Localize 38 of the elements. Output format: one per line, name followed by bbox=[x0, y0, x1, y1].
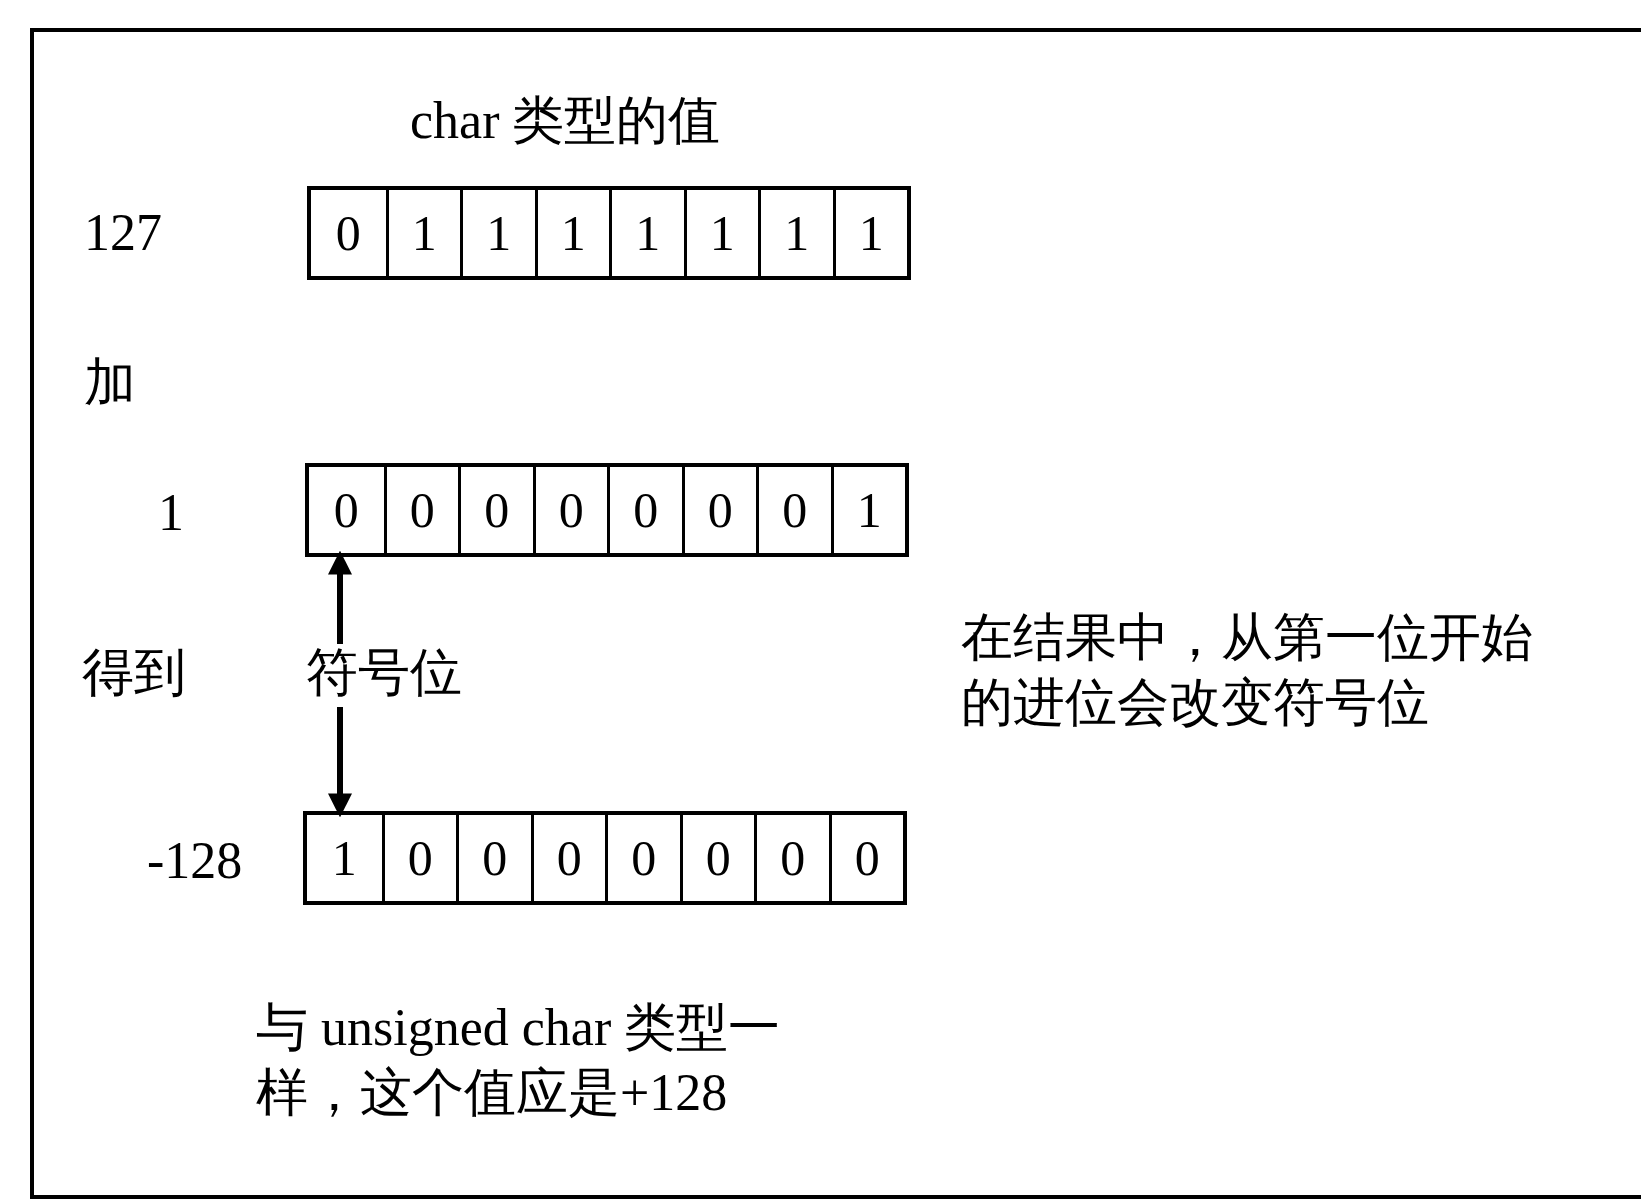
bit-cell: 0 bbox=[828, 815, 903, 901]
bit-cell: 0 bbox=[679, 815, 754, 901]
operation-label: 加 bbox=[84, 353, 136, 413]
bit-cell: 1 bbox=[683, 190, 758, 276]
bit-cell: 1 bbox=[385, 190, 460, 276]
bit-cell: 0 bbox=[309, 467, 384, 553]
arrow bbox=[328, 707, 352, 818]
bit-cell: 0 bbox=[605, 815, 680, 901]
bit-row bbox=[305, 463, 909, 557]
bit-cell: 0 bbox=[607, 467, 682, 553]
sign-bit-label: 符号位 bbox=[306, 640, 462, 705]
note-text: 与 unsigned char 类型一样，这个值应是+128 bbox=[256, 998, 782, 1123]
bit-cell: 1 bbox=[460, 190, 535, 276]
bit-cell: 1 bbox=[609, 190, 684, 276]
bit-row bbox=[303, 811, 907, 905]
bit-cell: 0 bbox=[383, 467, 458, 553]
bit-cell: 0 bbox=[381, 815, 456, 901]
bit-cell: 0 bbox=[532, 467, 607, 553]
arrow bbox=[328, 550, 352, 644]
bit-cell: 0 bbox=[754, 815, 829, 901]
bit-cell: 1 bbox=[534, 190, 609, 276]
value-label: 127 bbox=[84, 203, 162, 263]
bit-cell: 0 bbox=[681, 467, 756, 553]
bit-row bbox=[307, 186, 911, 280]
value-label: 1 bbox=[158, 483, 184, 543]
bit-cell: 0 bbox=[311, 190, 386, 276]
bit-cell: 1 bbox=[758, 190, 833, 276]
bit-cell: 0 bbox=[756, 467, 831, 553]
bit-cell: 0 bbox=[456, 815, 531, 901]
bit-cell: 1 bbox=[307, 815, 382, 901]
bit-cell: 1 bbox=[830, 467, 905, 553]
note-text: 在结果中，从第一位开始的进位会改变符号位 bbox=[961, 608, 1534, 733]
operation-label: 得到 bbox=[82, 643, 186, 703]
title: char 类型的值 bbox=[410, 91, 721, 151]
value-label: -128 bbox=[147, 831, 243, 891]
bit-cell: 0 bbox=[458, 467, 533, 553]
bit-cell: 1 bbox=[832, 190, 907, 276]
bit-cell: 0 bbox=[530, 815, 605, 901]
